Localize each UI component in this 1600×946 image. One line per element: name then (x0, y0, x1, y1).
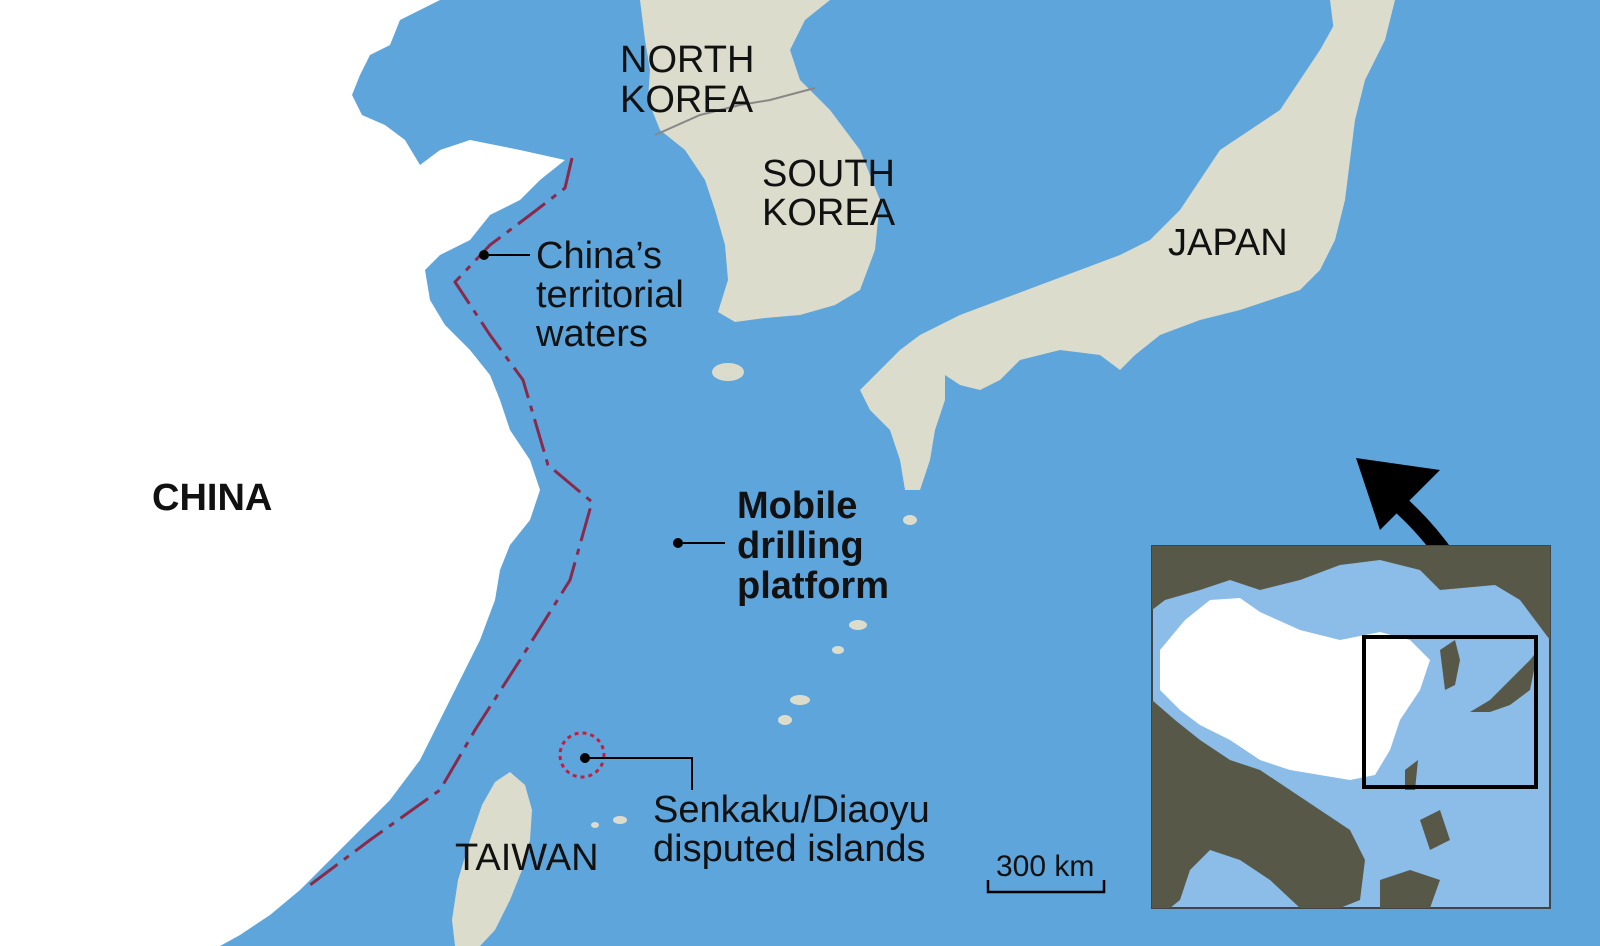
label-north-korea-2: KOREA (620, 79, 754, 121)
inset-se-asia-islands (1380, 760, 1450, 908)
callout-islands-2: disputed islands (653, 828, 926, 870)
japan-landmass (860, 0, 1395, 490)
territorial-waters-line (305, 157, 594, 890)
senkaku-leader (590, 757, 693, 790)
taiwan-landmass (452, 772, 532, 946)
senkaku-circle (558, 731, 606, 779)
inset-south-asia (1152, 700, 1365, 908)
senkaku-dot (580, 753, 590, 763)
inset-japan-korea (1440, 640, 1538, 712)
inset-other-land (1152, 546, 1550, 640)
callout-platform-3: platform (737, 565, 889, 607)
callout-islands-1: Senkaku/Diaoyu (653, 789, 930, 831)
platform-dot (673, 538, 683, 548)
label-taiwan: TAIWAN (455, 837, 599, 879)
korea-landmass (640, 0, 880, 322)
label-north-korea-1: NORTH (620, 39, 754, 81)
label-china: CHINA (152, 477, 272, 519)
callout-territorial-3: waters (535, 313, 648, 355)
inset-map (1151, 545, 1551, 909)
ryukyu-islands (591, 515, 917, 828)
territorial-dot (479, 250, 489, 260)
callout-territorial-1: China’s (536, 235, 662, 277)
scale-bar-label: 300 km (996, 850, 1094, 883)
jeju-island (712, 363, 744, 381)
callout-platform-1: Mobile (737, 485, 857, 527)
callout-territorial-2: territorial (536, 274, 684, 316)
label-south-korea-1: SOUTH (762, 153, 895, 195)
china-landmass (0, 0, 565, 946)
hokkaido-tip (1330, 0, 1355, 40)
inset-focus-box (1362, 635, 1538, 789)
label-south-korea-2: KOREA (762, 192, 896, 234)
korea-border (654, 87, 816, 136)
label-japan: JAPAN (1168, 222, 1288, 264)
scale-bar: 300 km (986, 850, 1106, 894)
callout-platform-2: drilling (737, 525, 864, 567)
